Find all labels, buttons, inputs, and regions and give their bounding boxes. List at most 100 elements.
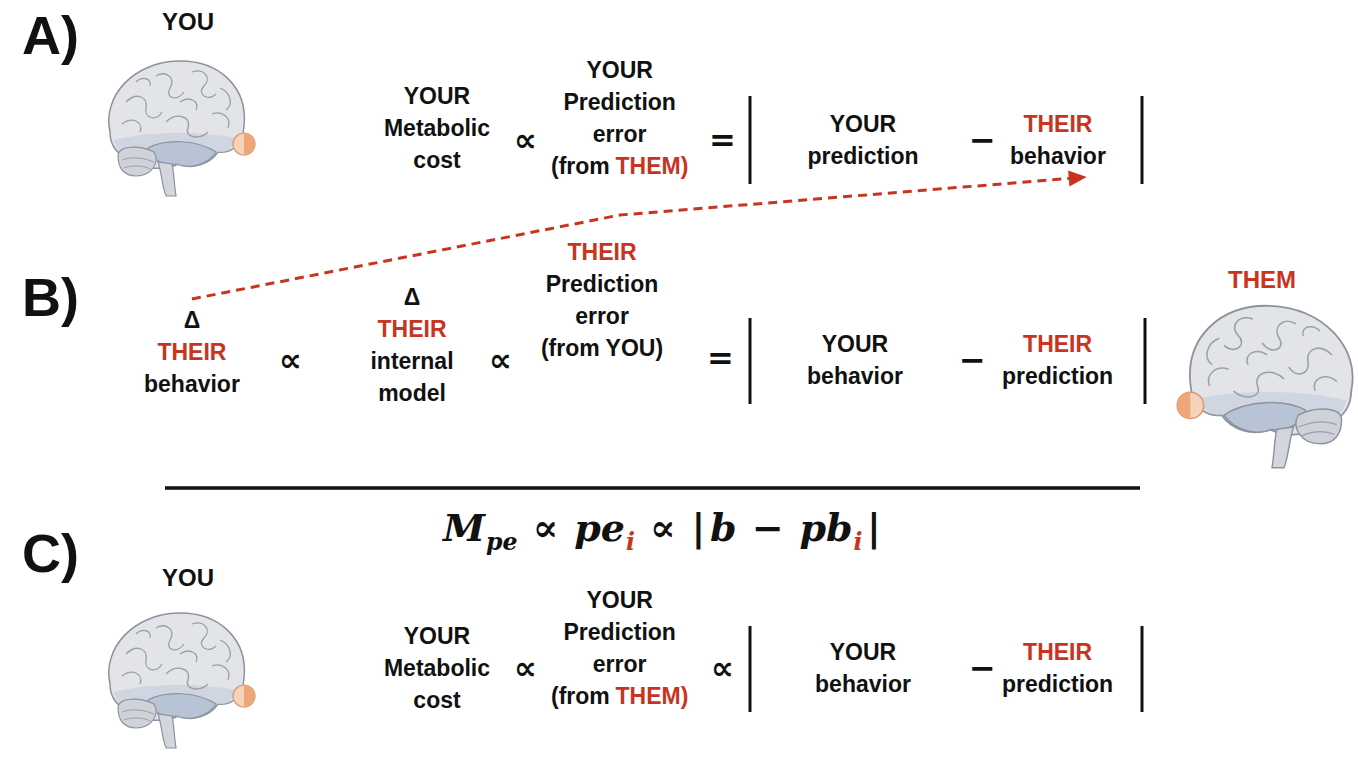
label-group: YOUR Metabolic cost (371, 620, 503, 716)
label-group: YOUR Prediction error(fromTHEM) (551, 54, 688, 182)
text-label: A) (22, 5, 79, 65)
text-line: = (707, 339, 734, 377)
formula-symbol: M (443, 505, 485, 550)
text-label: − (959, 341, 986, 379)
text-label: THEIR (378, 313, 447, 345)
text-label: THEIR (1023, 328, 1092, 360)
label-group: THEIRprediction (1002, 636, 1113, 700)
formula-symbol: i (626, 528, 635, 556)
label-group: = (709, 121, 736, 159)
text-node: ΔTHEIRbehavior (144, 304, 240, 400)
abs-bar (1141, 626, 1144, 712)
text-line: ∝ (711, 649, 734, 687)
text-label: ∝ (489, 341, 512, 379)
text-label: (from YOU) (541, 332, 663, 364)
text-label: THEM) (616, 683, 689, 709)
text-line: YOUR behavior (797, 636, 929, 700)
text-label: behavior (1010, 140, 1106, 172)
label-group: B) (22, 267, 79, 327)
abs-bar (749, 626, 752, 712)
text-line: ∝ (514, 121, 537, 159)
text-label: YOUR Metabolic cost (371, 80, 503, 176)
text-label: = (709, 121, 736, 159)
abs-bar (749, 318, 752, 404)
label-group: THEM (1228, 266, 1296, 294)
text-line: prediction (1002, 668, 1113, 700)
text-label: ∝ (711, 649, 734, 687)
text-line: YOU (162, 8, 214, 36)
text-line: behavior (1010, 140, 1106, 172)
label-group: YOUR Metabolic cost (371, 80, 503, 176)
formula-symbol: pe (574, 505, 625, 550)
label-group: YOU (162, 564, 214, 592)
text-line: THEIR (1002, 636, 1113, 668)
formula-symbol: | (867, 505, 881, 550)
abs-bar (1141, 96, 1144, 184)
text-label: prediction (1002, 360, 1113, 392)
text-line: B) (22, 267, 79, 327)
brain-you-c (109, 613, 255, 748)
label-group: − (959, 341, 986, 379)
text-label: = (707, 339, 734, 377)
text-line: THEIR (536, 236, 668, 268)
formula-symbol: ∝ (533, 505, 559, 550)
text-line: YOUR prediction (797, 108, 929, 172)
text-line: YOUR Metabolic cost (371, 80, 503, 176)
text-label: YOUR Prediction error (554, 54, 686, 150)
text-label: Prediction error (536, 268, 668, 332)
text-label: ∝ (514, 649, 537, 687)
formula-symbol: pb (799, 505, 852, 550)
formula-symbol: − (752, 505, 784, 550)
text-label: YOUR prediction (797, 108, 929, 172)
brain-them (1177, 306, 1352, 468)
text-label: THEIR (157, 336, 226, 368)
text-line: YOUR Prediction error (551, 584, 688, 680)
text-line: = (709, 121, 736, 159)
label-group: ∝ (279, 341, 302, 379)
text-line: YOUR behavior (789, 328, 921, 392)
text-label: Δ (184, 304, 201, 336)
label-group: = (707, 339, 734, 377)
text-label: YOUR Metabolic cost (371, 620, 503, 716)
text-label: THEIR (1023, 108, 1092, 140)
formula-symbol: ∝ (650, 505, 676, 550)
abs-bar (1144, 318, 1147, 404)
text-node: THEIRbehavior (1010, 108, 1106, 172)
text-line: Prediction error (536, 268, 668, 332)
label-group: ∝ (514, 121, 537, 159)
text-line: YOUR Metabolic cost (371, 620, 503, 716)
formula-symbol: | (692, 505, 706, 550)
text-line: THEIR (1002, 328, 1113, 360)
text-label: ∝ (279, 341, 302, 379)
label-group: YOU (162, 8, 214, 36)
label-group: ∝ (711, 649, 734, 687)
text-label: prediction (1002, 668, 1113, 700)
label-group: YOUR behavior (797, 636, 929, 700)
label-group: YOUR Prediction error(fromTHEM) (551, 584, 688, 712)
text-label: YOU (162, 8, 214, 35)
text-line: Δ (144, 304, 240, 336)
text-line: A) (22, 5, 79, 65)
text-label: Δ (404, 281, 421, 313)
label-group: Mpe∝pei∝|b−pbi| (443, 504, 881, 566)
formula-symbol: pe (486, 528, 517, 556)
text-label: YOUR Prediction error (554, 584, 686, 680)
text-label: internal model (346, 345, 478, 409)
text-label: B) (22, 267, 79, 327)
text-label: − (969, 121, 996, 159)
text-label: − (969, 649, 996, 687)
label-group: ∝ (514, 649, 537, 687)
text-line: Δ (346, 281, 478, 313)
arrow-head (1068, 170, 1087, 186)
text-line: YOUR Prediction error (551, 54, 688, 150)
label-group: YOUR prediction (797, 108, 929, 172)
abs-bars (750, 96, 1145, 712)
brain-you-a (109, 61, 255, 196)
text-label: behavior (144, 368, 240, 400)
text-line: Mpe∝pei∝|b−pbi| (443, 504, 881, 566)
text-label: YOUR behavior (797, 636, 929, 700)
text-line: ∝ (279, 341, 302, 379)
formula-symbol: i (854, 528, 863, 556)
label-group: − (969, 121, 996, 159)
text-line: behavior (144, 368, 240, 400)
